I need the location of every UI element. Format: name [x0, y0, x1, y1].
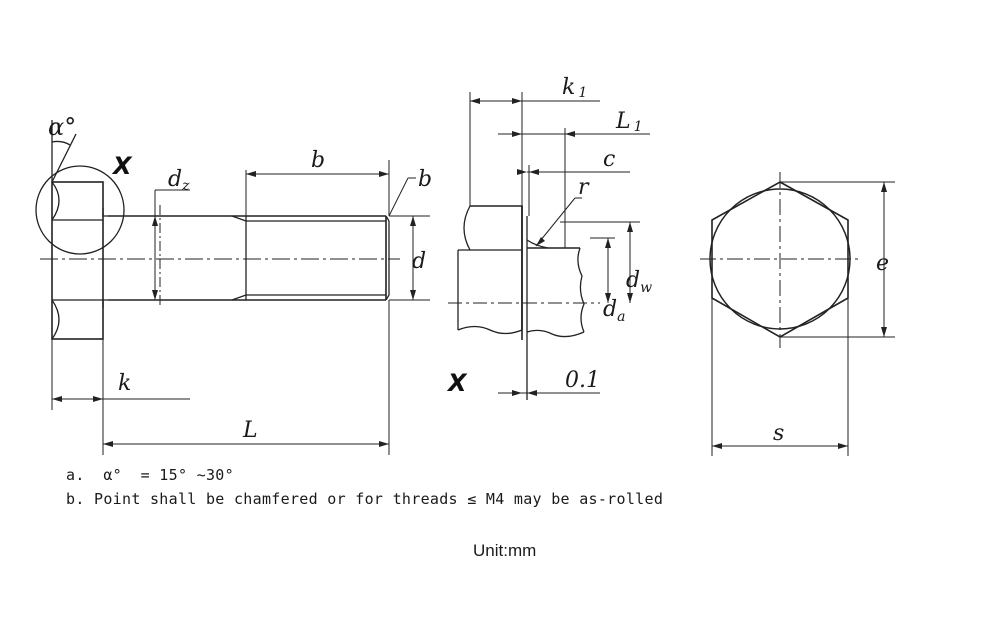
- dim-L-label: L: [242, 418, 258, 443]
- note-a: a. α° = 15° ~30°: [66, 466, 234, 484]
- dim-b-thread-label: b: [311, 148, 325, 173]
- dim-dz-label: dz: [168, 167, 190, 194]
- dim-0-1-label: 0.1: [565, 368, 600, 393]
- side-view-dimensions: [51, 160, 430, 455]
- dim-s-label: s: [773, 421, 784, 446]
- dim-dw-label: dw: [626, 268, 652, 296]
- detail-marker-x: X: [111, 152, 133, 180]
- dim-k-label: k: [118, 371, 131, 396]
- end-view-dimensions: [711, 181, 895, 456]
- side-view-geometry: [35, 120, 390, 340]
- dim-e-label: e: [876, 251, 889, 276]
- dim-da-label: da: [603, 297, 625, 325]
- angle-label: α°: [48, 113, 76, 141]
- dimension-arrowheads: [52, 98, 887, 449]
- detail-view-dimensions: [469, 92, 650, 394]
- dim-r-label: r: [578, 175, 590, 200]
- unit-label: Unit:mm: [473, 541, 537, 560]
- note-b: b. Point shall be chamfered or for threa…: [66, 490, 664, 508]
- detail-view-geometry: [457, 205, 585, 400]
- dim-d-label: d: [412, 249, 426, 274]
- dim-b-point-label: b: [418, 167, 432, 192]
- detail-view-marker-x: X: [446, 369, 468, 397]
- dim-c-label: c: [603, 147, 615, 172]
